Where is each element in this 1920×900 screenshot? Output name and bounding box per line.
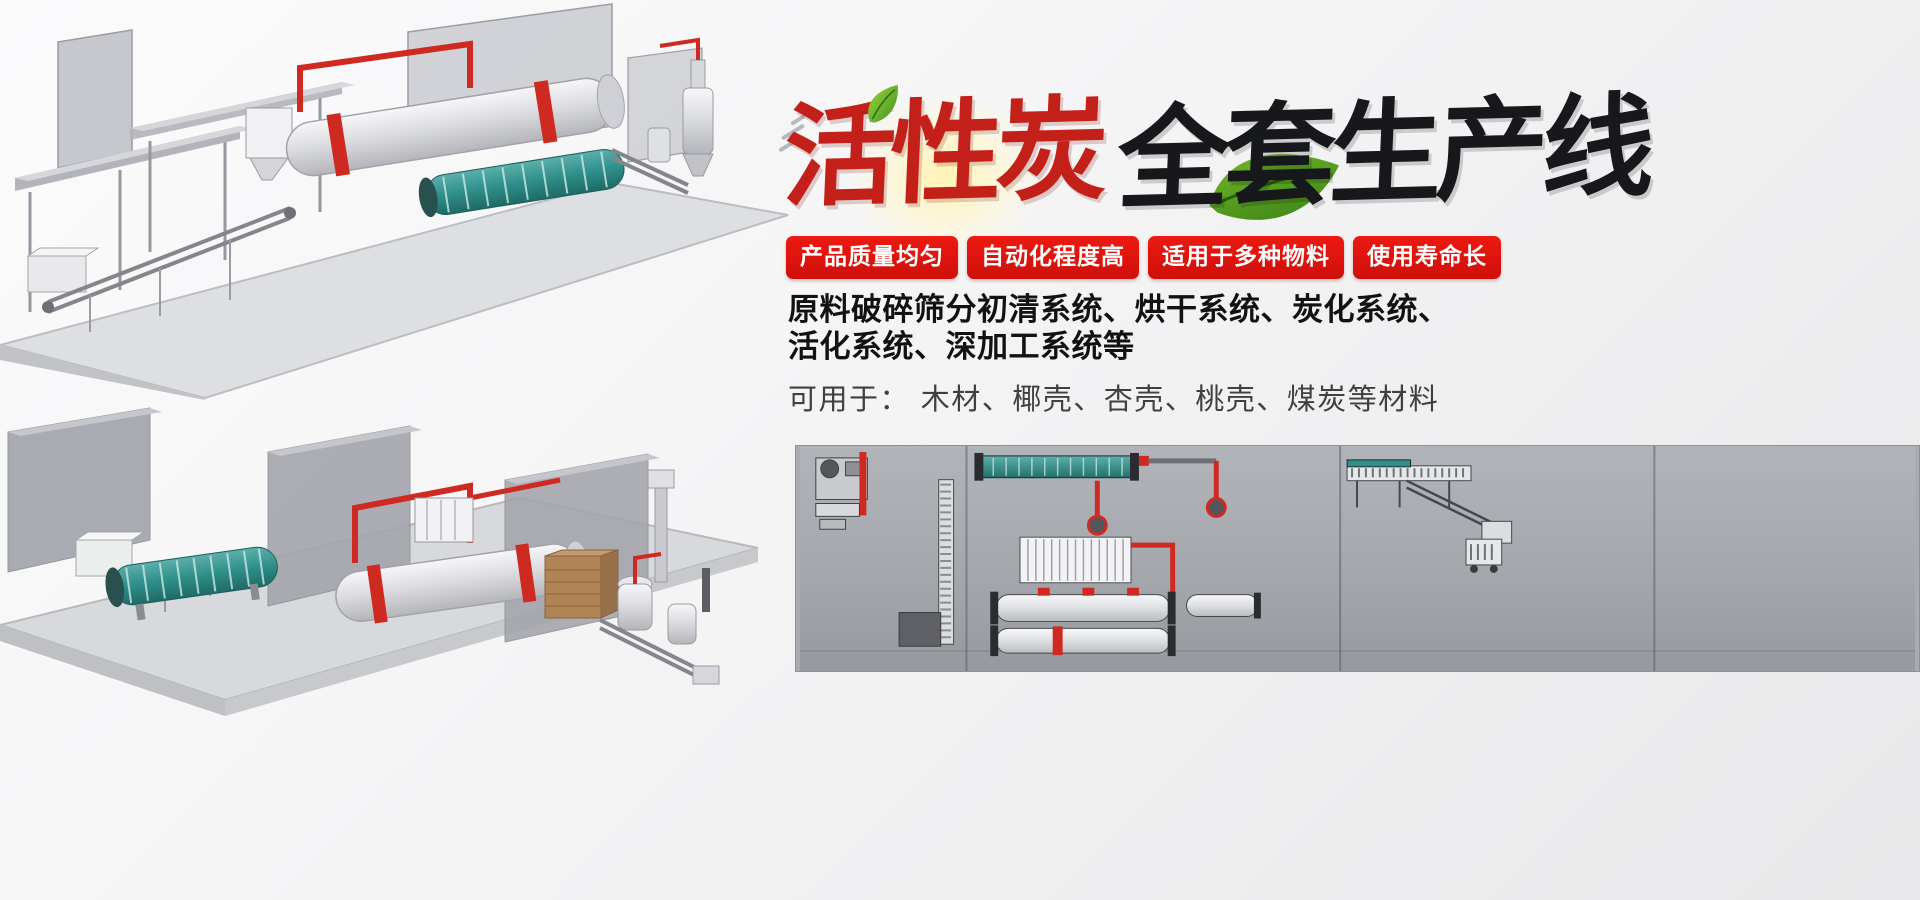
materials-line: 可用于： 木材、椰壳、杏壳、桃壳、煤炭等材料 (788, 382, 1440, 416)
sch-crusher-unit (815, 451, 868, 530)
production-line-3d-render-top (0, 3, 789, 400)
tank-cluster (617, 469, 710, 645)
sch-rotary-drums (898, 587, 1261, 657)
rotary-dryer-drum (285, 74, 625, 177)
systems-line-1: 原料破碎筛分初清系统、烘干系统、炭化系统、 (788, 292, 1450, 328)
leaf-icon (1209, 154, 1340, 220)
title-activated-carbon: 活性炭 (780, 84, 1106, 224)
sch-teal-drum (974, 452, 1227, 536)
feature-badges: 产品质量均匀 自动化程度高 适用于多种物料 使用寿命长 (786, 236, 1501, 279)
title-full-production-line: 全套生产线 (1114, 82, 1652, 226)
sch-heat-exchanger (1019, 536, 1176, 597)
filter-box (414, 497, 474, 543)
sch-bucket-elevator (938, 479, 955, 645)
plan-schematic-drawing (799, 446, 1916, 671)
description-block: 原料破碎筛分初清系统、烘干系统、炭化系统、 活化系统、深加工系统等 可用于： 木… (788, 292, 1450, 418)
red-piping (297, 40, 473, 112)
leaf-icon (868, 84, 898, 123)
systems-line-2: 活化系统、深加工系统等 (788, 329, 1135, 365)
carbonization-tower (611, 37, 714, 195)
plan-schematic-panel (795, 445, 1920, 672)
teal-cooler-drum (418, 148, 625, 218)
wall-seams (965, 446, 1656, 671)
badge-multi-material: 适用于多种物料 (1148, 236, 1344, 279)
dust-collector (245, 107, 293, 181)
right-content: 活性炭全套生产线 产品质量均匀 自动化程度高 适用于多种物料 使用寿命长 原料破… (778, 0, 1920, 900)
badge-uniform-quality: 产品质量均匀 (786, 236, 958, 279)
badge-high-automation: 自动化程度高 (967, 236, 1139, 279)
teal-carbonizer-drum (105, 546, 278, 621)
platform (0, 181, 789, 400)
badge-long-life: 使用寿命长 (1353, 236, 1501, 279)
main-title: 活性炭全套生产线 (778, 68, 1651, 283)
brick-kiln (544, 549, 619, 619)
feeder-and-conveyor (26, 206, 296, 332)
production-line-3d-render-bottom (0, 407, 759, 716)
discharge-conveyor (599, 618, 720, 685)
sch-packing-section (1346, 459, 1513, 573)
